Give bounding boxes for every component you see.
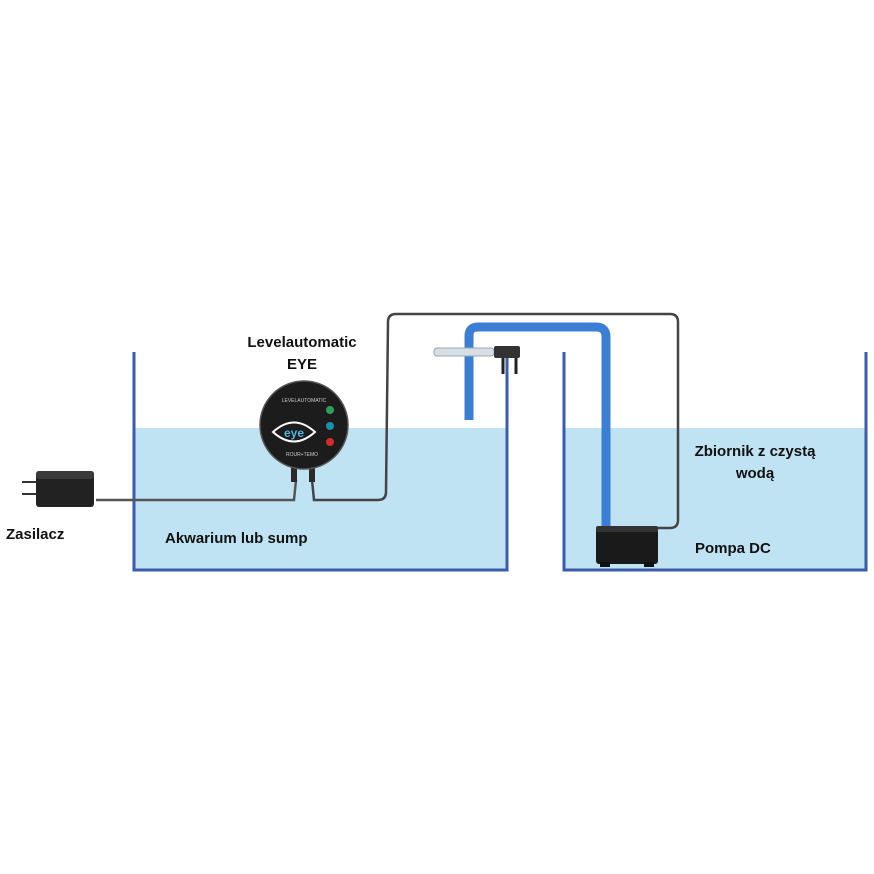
status-led-blue [326, 422, 334, 430]
clean-tank-label-line1: Zbiornik z czystą [694, 443, 816, 460]
power-supply-label: Zasilacz [6, 526, 65, 543]
controller-label-line1: Levelautomatic [247, 334, 357, 351]
clean-tank-label-line2: wodą [735, 465, 775, 482]
controller-label: Levelautomatic EYE [230, 332, 374, 376]
aquarium-label: Akwarium lub sump [165, 530, 308, 547]
clean-tank-label: Zbiornik z czystą wodą [680, 441, 830, 485]
power-cable [96, 479, 298, 502]
clean-water-tank [562, 352, 868, 572]
status-led-red [326, 438, 334, 446]
status-led-green [326, 406, 334, 414]
eye-logo-icon: eye [271, 421, 317, 443]
pump-icon [596, 526, 658, 567]
power-adapter-icon [22, 471, 94, 507]
pump-cable [310, 312, 680, 530]
controller-device: LEVELAUTOMATIC eye ROUR+TEMO [259, 380, 349, 482]
pump-label: Pompa DC [695, 540, 771, 557]
device-top-text: LEVELAUTOMATIC [282, 398, 327, 404]
controller-label-line2: EYE [286, 356, 317, 373]
device-logo-text: eye [284, 426, 304, 440]
device-bottom-text: ROUR+TEMO [286, 452, 318, 458]
water-hose [464, 322, 611, 528]
aquarium-tank [132, 352, 509, 572]
sensor-clip-icon [433, 346, 520, 374]
